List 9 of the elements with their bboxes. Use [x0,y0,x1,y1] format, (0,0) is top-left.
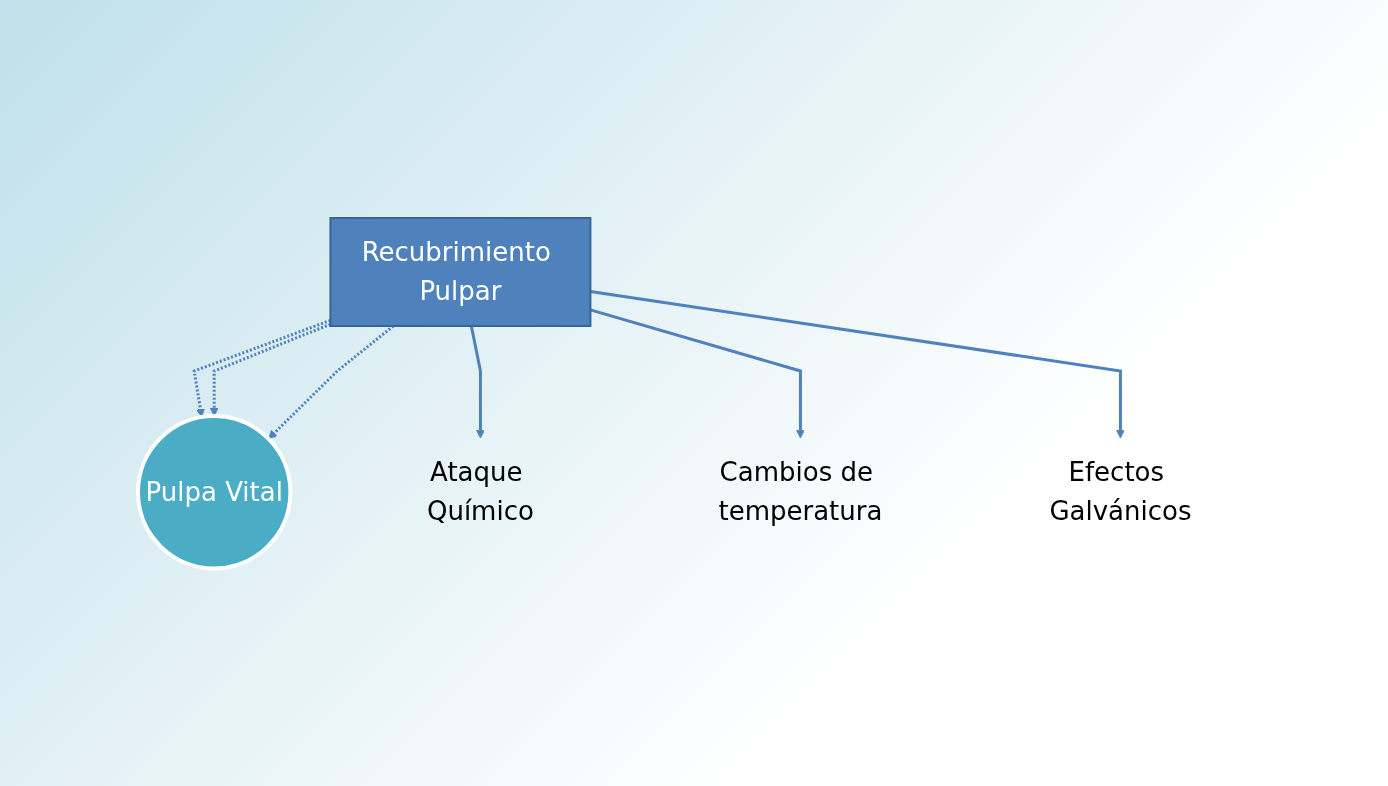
node-text: Ataque Químico [426,456,534,526]
arrow [469,325,485,439]
arrow [267,324,394,439]
node-box: Recubrimiento Pulpar [329,216,592,327]
node-circle: Pulpa Vital [135,413,293,571]
arrow [209,322,331,417]
node-text: Cambios de temperatura [718,456,883,526]
arrow [192,318,331,418]
node-text: Efectos Galvánicos [1049,456,1192,526]
